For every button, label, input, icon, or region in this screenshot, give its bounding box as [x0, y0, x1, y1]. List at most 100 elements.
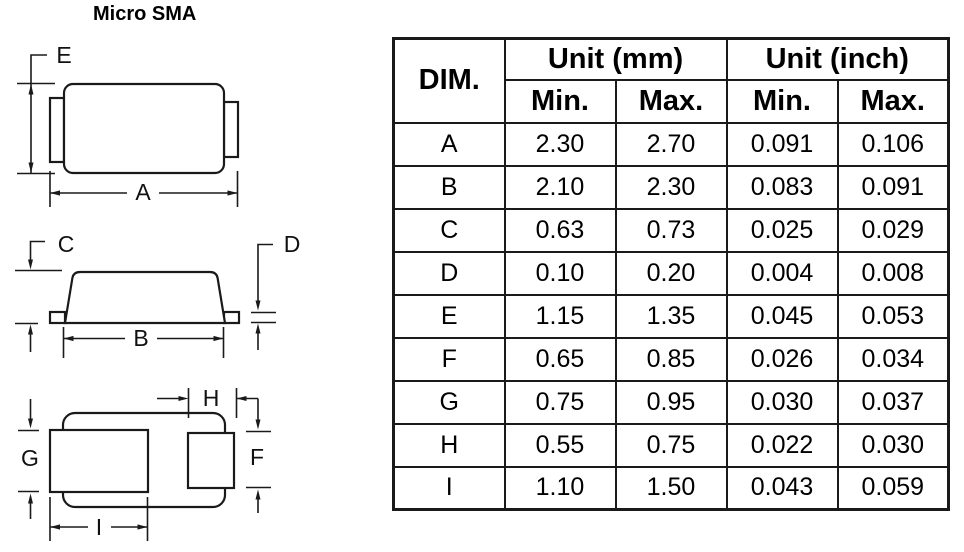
- dim-b: B: [62, 325, 225, 358]
- cell-mm-max: 1.35: [614, 293, 728, 339]
- package-body-side-view: [63, 270, 227, 325]
- cell-mm-max: 2.30: [614, 164, 728, 210]
- cell-mm-max: 0.75: [614, 422, 728, 468]
- arrow-down-icon: [28, 162, 34, 173]
- dim-c: C: [15, 231, 74, 352]
- cell-inch-min: 0.025: [725, 207, 839, 253]
- cell-mm-min: 1.10: [503, 465, 617, 511]
- table-row: I 1.10 1.50 0.043 0.059: [392, 465, 950, 511]
- dim-label-g: G: [21, 445, 39, 471]
- cell-inch-max: 0.059: [836, 465, 950, 511]
- cell-inch-min: 0.083: [725, 164, 839, 210]
- cell-mm-min: 2.30: [503, 121, 617, 167]
- arrow-down-icon: [28, 418, 33, 429]
- cell-mm-min: 0.63: [503, 207, 617, 253]
- cell-dim: H: [392, 422, 506, 468]
- cell-mm-min: 0.75: [503, 379, 617, 425]
- cell-inch-max: 0.029: [836, 207, 950, 253]
- cell-inch-max: 0.037: [836, 379, 950, 425]
- arrow-down-icon: [255, 419, 261, 430]
- arrow-up-icon: [28, 324, 33, 335]
- header-unit-inch: Unit (inch): [725, 37, 950, 81]
- arrow-right-icon: [227, 190, 238, 196]
- cell-dim: C: [392, 207, 506, 253]
- cell-dim: B: [392, 164, 506, 210]
- cell-inch-max: 0.106: [836, 121, 950, 167]
- arrow-down-icon: [255, 300, 261, 311]
- cell-inch-max: 0.091: [836, 164, 950, 210]
- table-row: G 0.75 0.95 0.030 0.037: [392, 379, 950, 425]
- table-row: C 0.63 0.73 0.025 0.029: [392, 207, 950, 253]
- dim-e: E: [17, 42, 72, 175]
- table-row: E 1.15 1.35 0.045 0.053: [392, 293, 950, 339]
- cell-inch-min: 0.026: [725, 336, 839, 382]
- right-terminal-tab: [222, 100, 240, 159]
- dimension-table: DIM. Unit (mm) Unit (inch) Min. Max. Min…: [392, 37, 950, 511]
- cell-dim: F: [392, 336, 506, 382]
- cell-mm-min: 1.15: [503, 293, 617, 339]
- header-inch-max: Max.: [836, 78, 950, 124]
- top-view-drawing: E A: [17, 42, 240, 207]
- arrow-up-icon: [28, 493, 33, 504]
- cell-inch-min: 0.004: [725, 250, 839, 296]
- left-terminal-tab: [48, 96, 66, 164]
- dim-f: F: [246, 398, 271, 513]
- cell-inch-max: 0.008: [836, 250, 950, 296]
- cell-inch-min: 0.091: [725, 121, 839, 167]
- cell-inch-min: 0.030: [725, 379, 839, 425]
- dim-label-h: H: [203, 385, 220, 411]
- header-dim: DIM.: [392, 37, 506, 124]
- package-body-top-view: [62, 82, 226, 175]
- cell-mm-min: 2.10: [503, 164, 617, 210]
- cell-mm-max: 0.85: [614, 336, 728, 382]
- dim-g: G: [18, 399, 39, 519]
- header-unit-mm: Unit (mm): [503, 37, 728, 81]
- arrow-up-icon: [28, 84, 34, 95]
- cell-mm-min: 0.10: [503, 250, 617, 296]
- cell-dim: G: [392, 379, 506, 425]
- cell-mm-max: 0.20: [614, 250, 728, 296]
- right-pad: [186, 431, 236, 490]
- arrow-right-icon: [137, 524, 148, 530]
- cell-mm-max: 0.95: [614, 379, 728, 425]
- arrow-right-icon: [178, 396, 189, 401]
- arrow-left-icon: [50, 190, 60, 196]
- dim-label-e: E: [56, 42, 71, 68]
- dim-d: D: [251, 231, 300, 350]
- cell-dim: E: [392, 293, 506, 339]
- cell-inch-min: 0.045: [725, 293, 839, 339]
- page-title: Micro SMA: [93, 3, 197, 25]
- cell-dim: D: [392, 250, 506, 296]
- left-pad: [48, 428, 150, 494]
- arrow-right-icon: [213, 335, 224, 342]
- table-row: D 0.10 0.20 0.004 0.008: [392, 250, 950, 296]
- cell-dim: I: [392, 465, 506, 511]
- bottom-view-drawing: H F G: [18, 385, 271, 541]
- dim-a: A: [49, 171, 239, 207]
- cell-inch-min: 0.043: [725, 465, 839, 511]
- arrow-left-icon: [236, 396, 247, 401]
- header-inch-min: Min.: [725, 78, 839, 124]
- arrow-up-icon: [255, 489, 261, 500]
- dim-label-b: B: [133, 325, 148, 351]
- dim-label-a: A: [135, 179, 151, 205]
- dim-label-d: D: [284, 231, 301, 257]
- side-view-drawing: C D B: [15, 231, 300, 358]
- dim-i: I: [49, 497, 149, 541]
- dim-label-c: C: [58, 231, 75, 257]
- right-lead-side-view: [222, 310, 241, 325]
- dim-h: H: [157, 385, 258, 418]
- dim-label-f: F: [250, 444, 264, 470]
- cell-mm-max: 2.70: [614, 121, 728, 167]
- table-row: B 2.10 2.30 0.083 0.091: [392, 164, 950, 210]
- cell-mm-min: 0.65: [503, 336, 617, 382]
- header-mm-max: Max.: [614, 78, 728, 124]
- cell-dim: A: [392, 121, 506, 167]
- table-row: A 2.30 2.70 0.091 0.106: [392, 121, 950, 167]
- cell-mm-max: 1.50: [614, 465, 728, 511]
- left-lead-side-view: [48, 310, 67, 325]
- header-mm-min: Min.: [503, 78, 617, 124]
- cell-inch-min: 0.022: [725, 422, 839, 468]
- table-row: H 0.55 0.75 0.022 0.030: [392, 422, 950, 468]
